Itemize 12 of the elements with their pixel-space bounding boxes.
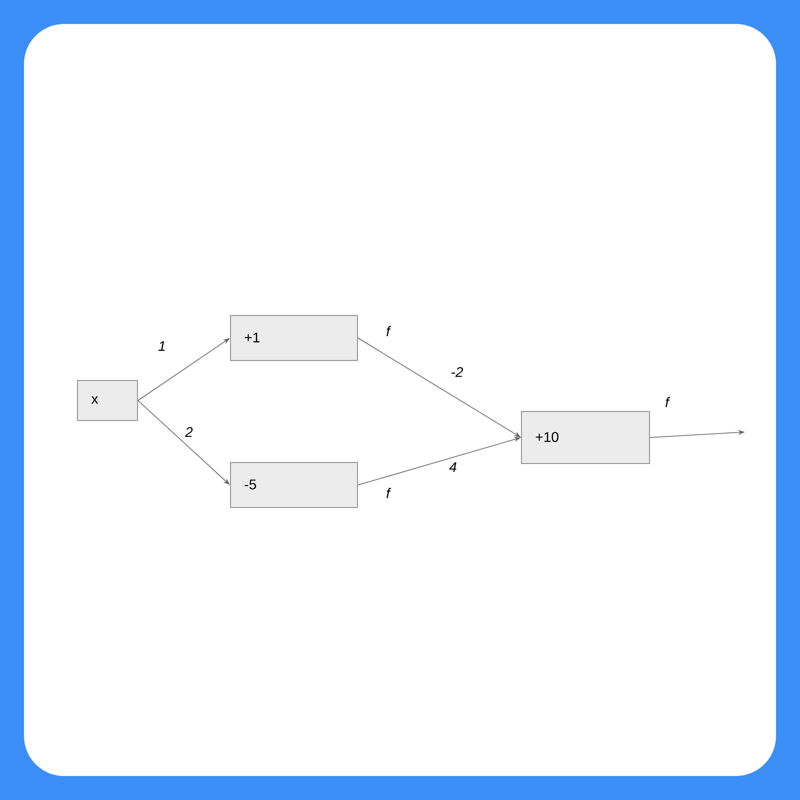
output-label: f bbox=[386, 326, 392, 336]
process-box: +10 bbox=[521, 411, 650, 464]
edge-label: 2 bbox=[184, 426, 194, 438]
process-box: +1 bbox=[230, 315, 358, 361]
process-box: -5 bbox=[230, 462, 358, 508]
arrow bbox=[138, 400, 230, 485]
edge-label: 4 bbox=[448, 461, 458, 473]
edge-label: -2 bbox=[450, 366, 464, 378]
edge-label: 1 bbox=[157, 340, 167, 352]
edge-label: f bbox=[664, 396, 670, 408]
process-box: x bbox=[77, 380, 138, 421]
output-label: f bbox=[386, 488, 392, 498]
